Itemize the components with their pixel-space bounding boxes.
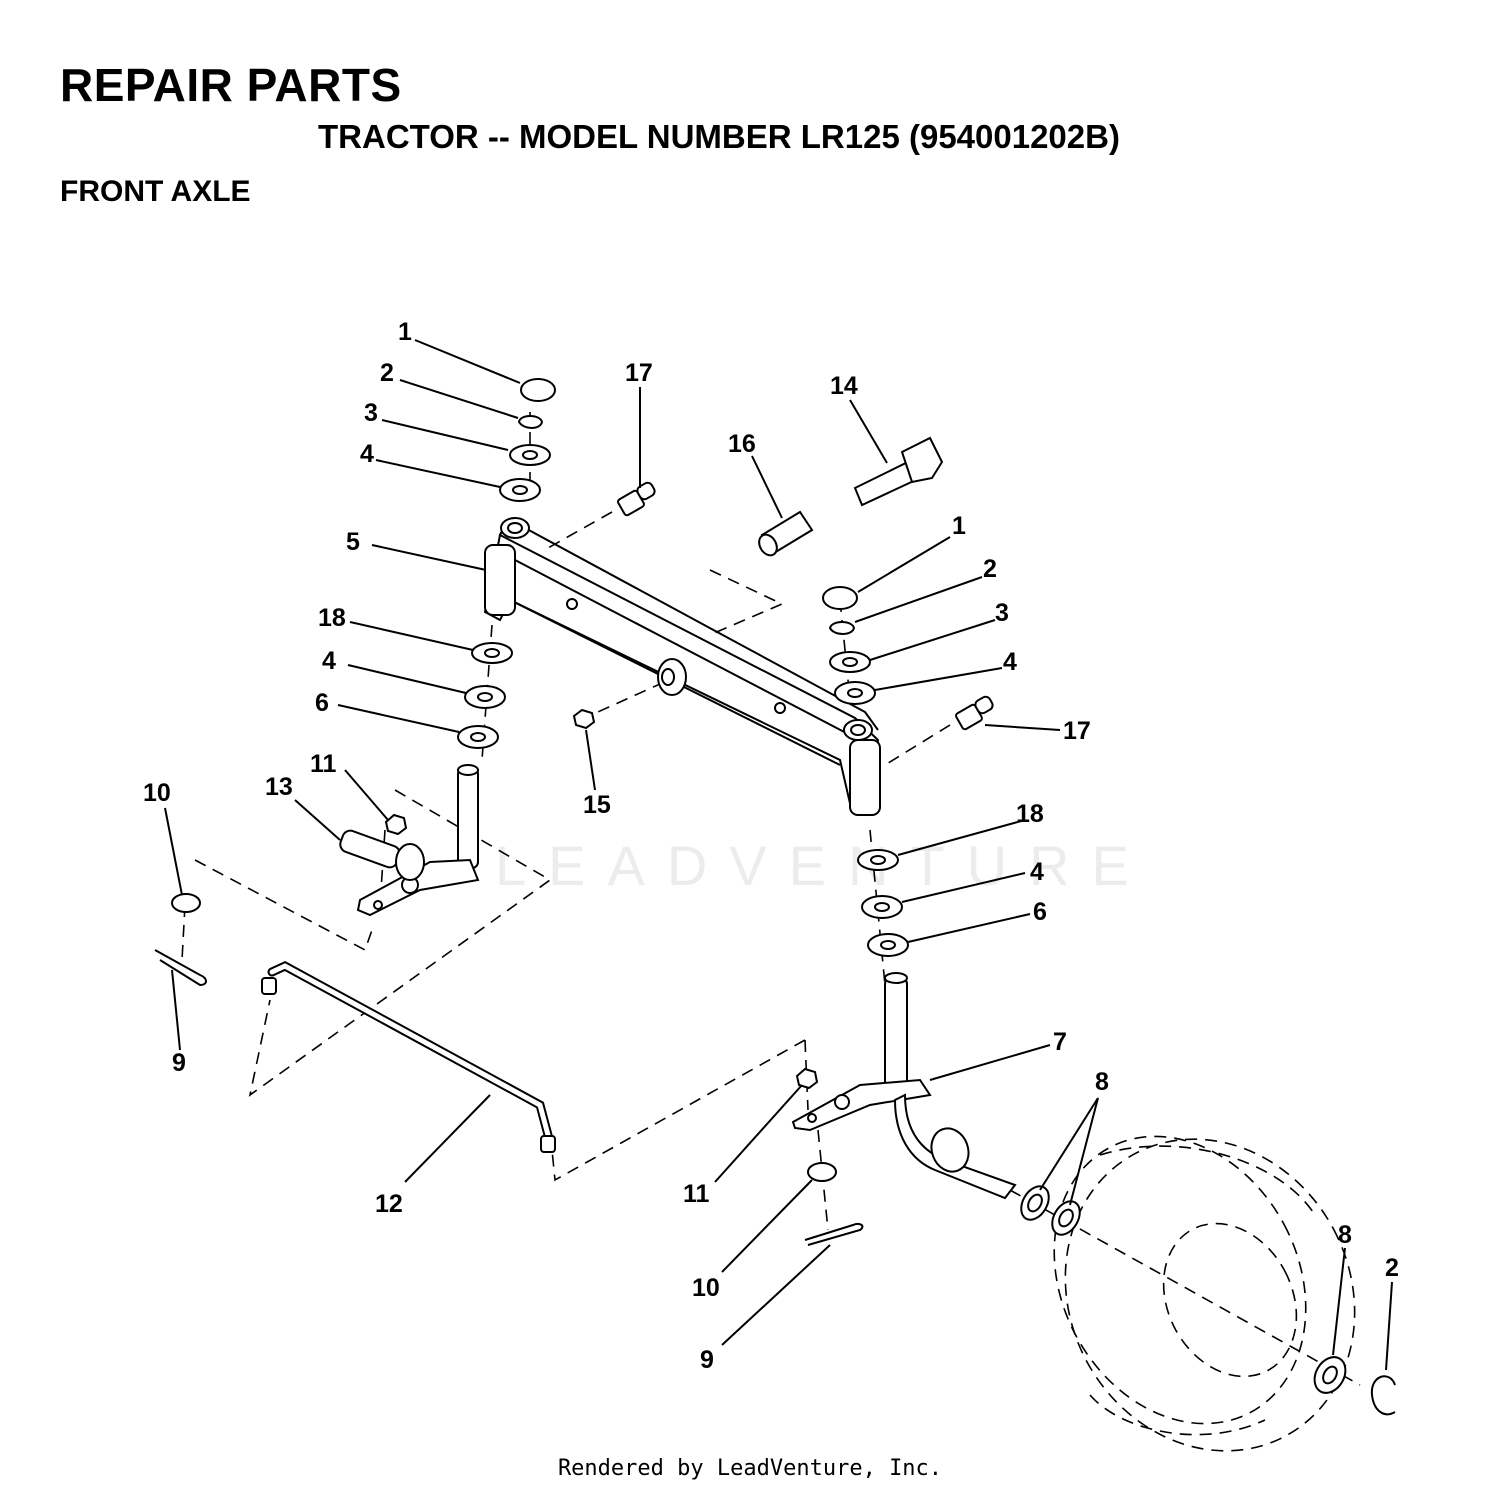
footer-credit: Rendered by LeadVenture, Inc. [557, 1456, 943, 1481]
callout-5: 5 [346, 528, 360, 556]
callout-10: 10 [143, 779, 171, 807]
callout-13: 13 [265, 773, 293, 801]
right-upper-hardware [822, 586, 876, 705]
callout-4: 4 [1030, 858, 1044, 886]
callout-11: 11 [310, 750, 337, 778]
callout-8: 8 [1338, 1221, 1352, 1249]
callout-2: 2 [380, 359, 394, 387]
callout-1: 1 [952, 512, 966, 540]
grease-fitting-left [617, 481, 656, 517]
section-title: FRONT AXLE [60, 175, 251, 208]
callout-18: 18 [318, 604, 346, 632]
callout-6: 6 [315, 689, 329, 717]
callout-3: 3 [995, 599, 1009, 627]
right-spindle [791, 972, 1017, 1200]
callout-8: 8 [1095, 1068, 1109, 1096]
leader-lines [164, 339, 1393, 1371]
pivot-nut [572, 708, 596, 730]
callout-18: 18 [1016, 800, 1044, 828]
cotter-pin-left [154, 949, 207, 987]
callout-15: 15 [583, 791, 611, 819]
callout-14: 14 [830, 372, 858, 400]
callout-2: 2 [1385, 1254, 1399, 1282]
callout-4: 4 [360, 440, 374, 468]
pivot-bolt [853, 436, 944, 507]
spacer-tube [758, 510, 814, 557]
page-subtitle: TRACTOR -- MODEL NUMBER LR125 (954001202… [318, 118, 1120, 155]
left-lower-washers [457, 642, 513, 749]
callout-9: 9 [700, 1346, 714, 1374]
callout-10: 10 [692, 1274, 720, 1302]
callout-7: 7 [1053, 1028, 1067, 1056]
callout-17: 17 [625, 359, 653, 387]
cotter-pin-right [804, 1222, 864, 1246]
callout-17: 17 [1063, 717, 1091, 745]
page-title: REPAIR PARTS [60, 59, 402, 111]
left-spindle [339, 764, 480, 917]
callout-4: 4 [322, 647, 336, 675]
callout-6: 6 [1033, 898, 1047, 926]
callout-2: 2 [983, 555, 997, 583]
assembly-dash-lines [181, 412, 1361, 1386]
drag-link [261, 960, 556, 1153]
callout-11: 11 [683, 1180, 710, 1208]
callout-3: 3 [364, 399, 378, 427]
retaining-clip [1370, 1375, 1396, 1416]
washer-right-10 [807, 1162, 837, 1182]
callout-12: 12 [375, 1190, 403, 1218]
callout-16: 16 [728, 430, 756, 458]
callout-1: 1 [398, 318, 412, 346]
left-upper-hardware [499, 378, 556, 502]
watermark-text: LEADVENTURE [495, 834, 1151, 897]
callout-labels: 1 2 3 4 5 18 4 6 17 14 16 1 2 3 4 17 15 … [143, 318, 1399, 1374]
right-lower-washers [857, 849, 909, 957]
grease-fitting-right [955, 695, 994, 731]
callout-4: 4 [1003, 648, 1017, 676]
wheel-outline [1053, 1135, 1356, 1452]
callout-9: 9 [172, 1049, 186, 1077]
axle-beam [483, 517, 881, 817]
washer-left-10 [171, 893, 201, 913]
hub-washers [1020, 1185, 1347, 1394]
